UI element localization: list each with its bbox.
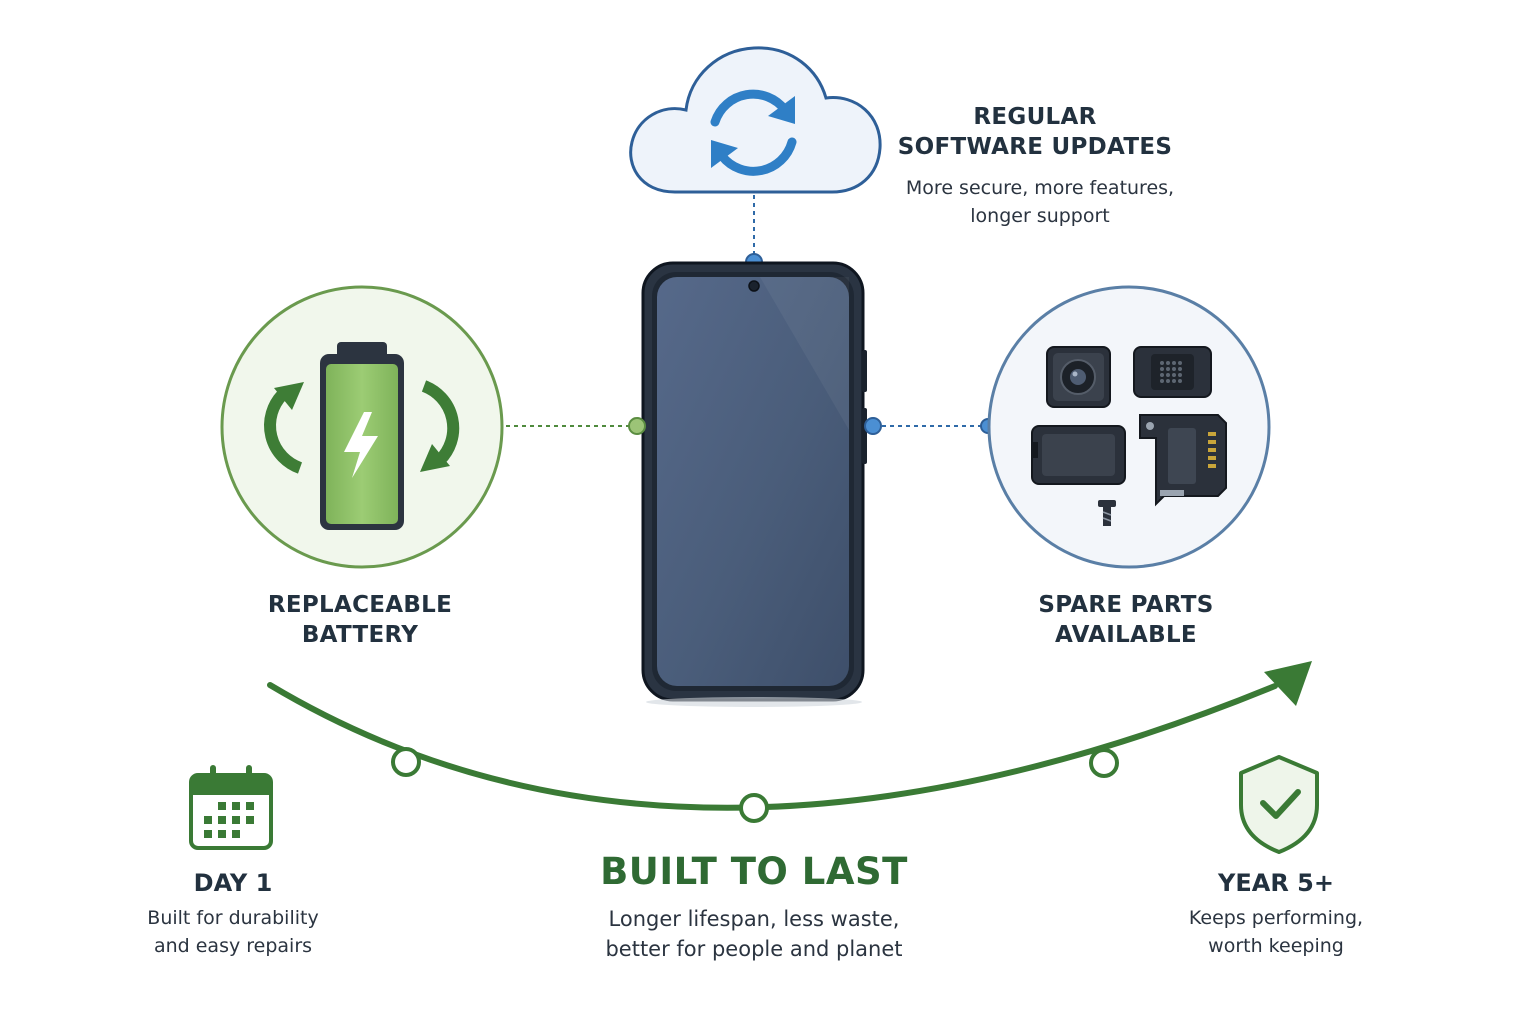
year-five-title: YEAR 5+ [1218, 869, 1334, 897]
year-five-description: Keeps performing, worth keeping [1146, 904, 1406, 960]
swap-arrows-icon [264, 380, 460, 474]
camera-module-icon [1046, 346, 1111, 408]
software-title-line2: SOFTWARE UPDATES [897, 134, 1173, 160]
software-description: More secure, more features, longer suppo… [880, 174, 1200, 230]
circuit-board-icon [1139, 414, 1227, 507]
software-desc-line1: More secure, more features, [905, 177, 1175, 199]
built-to-last-desc-line2: better for people and planet [605, 937, 903, 961]
arrow-head-icon [1264, 661, 1312, 706]
day-one-title: DAY 1 [193, 869, 273, 897]
parts-connector-dot-left [864, 417, 882, 435]
cloud-sync-icon [629, 46, 882, 194]
battery-pack-icon [1031, 425, 1126, 485]
spare-parts-icon [1031, 346, 1227, 526]
year-five-desc-line1: Keeps performing, [1188, 907, 1364, 929]
timeline-node [1089, 748, 1119, 778]
battery-title-line2: BATTERY [301, 622, 419, 648]
software-title-line1: REGULAR [973, 104, 1097, 130]
spare-parts-title: SPARE PARTS AVAILABLE [976, 590, 1276, 650]
shield-check-icon [1239, 755, 1319, 854]
smartphone [641, 261, 867, 707]
spare-parts-title-line1: SPARE PARTS [1038, 592, 1214, 618]
speaker-module-icon [1133, 346, 1212, 398]
spare-parts-title-line2: AVAILABLE [1055, 622, 1197, 648]
battery-circle [220, 285, 504, 569]
timeline-arc [267, 661, 1312, 823]
day-one-description: Built for durability and easy repairs [103, 904, 363, 960]
screw-icon [1098, 500, 1116, 526]
battery-charging-icon [320, 342, 404, 530]
battery-connector-dot [628, 417, 646, 435]
timeline-node [391, 747, 421, 777]
day-one-desc-line1: Built for durability [147, 907, 319, 929]
built-to-last-desc-line1: Longer lifespan, less waste, [608, 907, 900, 931]
built-to-last-title: BUILT TO LAST [600, 850, 908, 893]
spare-parts-circle [987, 285, 1271, 569]
front-camera-icon [748, 280, 760, 292]
day-one-desc-line2: and easy repairs [153, 935, 313, 957]
battery-title-line1: REPLACEABLE [267, 592, 453, 618]
battery-title: REPLACEABLE BATTERY [210, 590, 510, 650]
software-desc-line2: longer support [970, 205, 1110, 227]
timeline-node [739, 793, 769, 823]
year-five-desc-line2: worth keeping [1208, 935, 1344, 957]
software-title: REGULAR SOFTWARE UPDATES [880, 102, 1190, 162]
calendar-icon [189, 765, 273, 850]
built-to-last-description: Longer lifespan, less waste, better for … [574, 904, 934, 964]
